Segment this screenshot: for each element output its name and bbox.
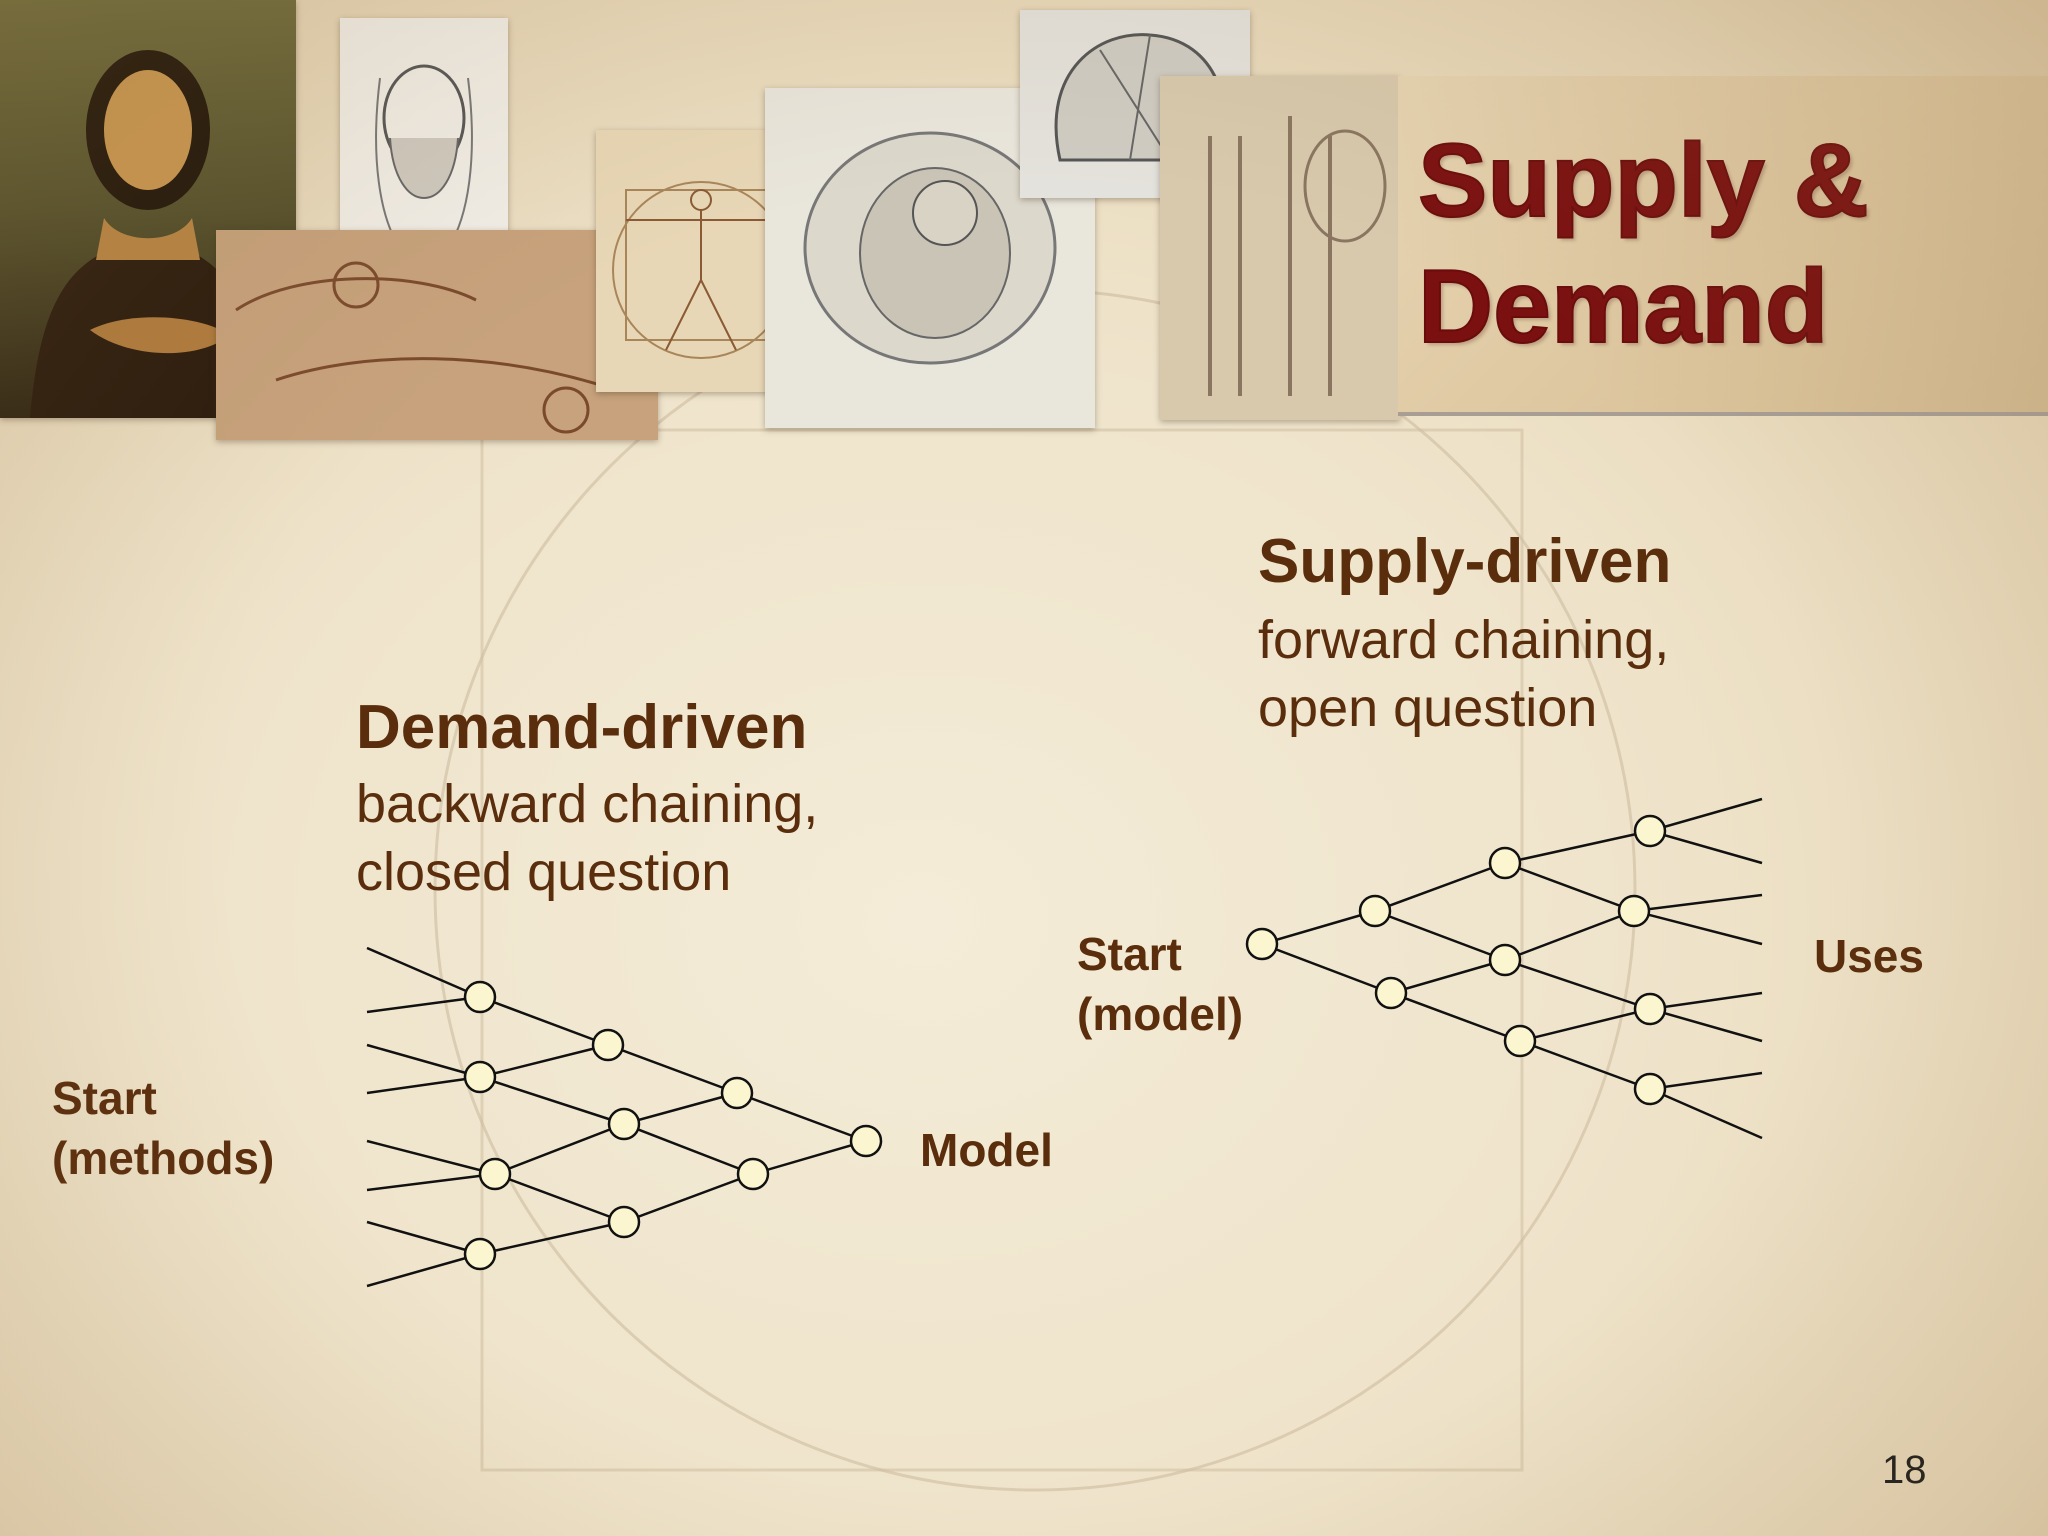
demand-edge [607, 1043, 738, 1095]
demand-edge [479, 1075, 625, 1126]
supply-edge [1374, 861, 1506, 913]
demand-input-edge [366, 1043, 481, 1079]
demand-node [478, 1157, 512, 1191]
slide-title: Supply & Demand [1417, 118, 2038, 370]
supply-node [1633, 992, 1667, 1026]
demand-start-label: Start (methods) [52, 1068, 274, 1188]
supply-driven-line-2: open question [1258, 678, 1598, 738]
supply-output-edge [1633, 909, 1763, 946]
diagram-nodes [463, 814, 1667, 1271]
supply-start-line-2: (model) [1077, 988, 1244, 1040]
demand-edge [479, 1043, 609, 1079]
supply-node [1488, 943, 1522, 977]
demand-edge [623, 1091, 738, 1126]
supply-edge [1374, 909, 1506, 962]
supply-driven-heading: Supply-driven [1258, 527, 1672, 596]
supply-node [1374, 976, 1408, 1010]
supply-output-edge [1649, 829, 1763, 865]
supply-output-edge [1633, 893, 1763, 913]
demand-input-edge [366, 1075, 481, 1095]
supply-node [1633, 1072, 1667, 1106]
supply-edge [1519, 1039, 1651, 1091]
supply-edge [1519, 1007, 1651, 1043]
demand-input-edge [366, 995, 481, 1014]
demand-node [736, 1157, 770, 1191]
supply-edge [1390, 991, 1521, 1043]
fetus-drawing-image [765, 88, 1095, 428]
demand-input-edge [366, 946, 481, 999]
demand-input-edge [366, 1252, 481, 1288]
demand-node [463, 1060, 497, 1094]
slide-number: 18 [1882, 1448, 1927, 1492]
chariot-drawing-image [216, 230, 658, 440]
demand-node [591, 1028, 625, 1062]
supply-output-edge [1649, 991, 1763, 1011]
supply-node [1358, 894, 1392, 928]
demand-driven-line-2: closed question [356, 842, 732, 902]
demand-node [463, 1237, 497, 1271]
demand-edge [623, 1172, 754, 1224]
supply-edge [1261, 942, 1392, 995]
demand-driven-line-1: backward chaining, [356, 774, 819, 834]
supply-end-label: Uses [1814, 930, 1924, 982]
self-portrait-sketch-image [340, 18, 508, 266]
demand-end-label: Model [920, 1124, 1053, 1176]
supply-edge [1261, 909, 1376, 946]
supply-edge [1504, 829, 1651, 865]
supply-output-edge [1649, 797, 1763, 833]
supply-edge [1390, 958, 1506, 995]
demand-edge [736, 1091, 867, 1143]
diagram-edges [366, 797, 1763, 1288]
supply-output-edge [1649, 1071, 1763, 1091]
supply-edge [1504, 909, 1635, 962]
supply-node [1503, 1024, 1537, 1058]
supply-start-label: Start (model) [1077, 924, 1243, 1044]
demand-edge [494, 1122, 625, 1176]
demand-node [607, 1205, 641, 1239]
supply-output-edge [1649, 1087, 1763, 1140]
demand-driven-heading: Demand-driven [356, 693, 808, 762]
demand-start-line-1: Start [52, 1072, 157, 1124]
demand-model-node [849, 1124, 883, 1158]
skeleton-drawing-image [1160, 76, 1400, 420]
supply-driven-line-1: forward chaining, [1258, 610, 1670, 670]
demand-input-edge [366, 1139, 496, 1176]
supply-node [1617, 894, 1651, 928]
demand-edge [623, 1122, 754, 1176]
demand-edge [752, 1139, 867, 1176]
title-line-2: Demand [1417, 248, 1829, 366]
supply-edge [1504, 958, 1651, 1011]
supply-start-node [1245, 927, 1279, 961]
demand-input-edge [366, 1220, 481, 1256]
supply-node [1488, 846, 1522, 880]
demand-node [607, 1107, 641, 1141]
supply-output-edge [1649, 1007, 1763, 1043]
title-line-1: Supply & [1417, 122, 1870, 240]
leonardo-collage [0, 0, 1400, 450]
supply-edge [1504, 861, 1635, 913]
demand-node [463, 980, 497, 1014]
supply-node [1633, 814, 1667, 848]
demand-start-line-2: (methods) [52, 1132, 275, 1184]
demand-edge [479, 1220, 625, 1256]
demand-edge [494, 1172, 625, 1224]
demand-input-edge [366, 1172, 496, 1192]
title-box [1398, 76, 2048, 416]
supply-start-line-1: Start [1077, 928, 1182, 980]
demand-edge [479, 995, 609, 1047]
demand-node [720, 1076, 754, 1110]
